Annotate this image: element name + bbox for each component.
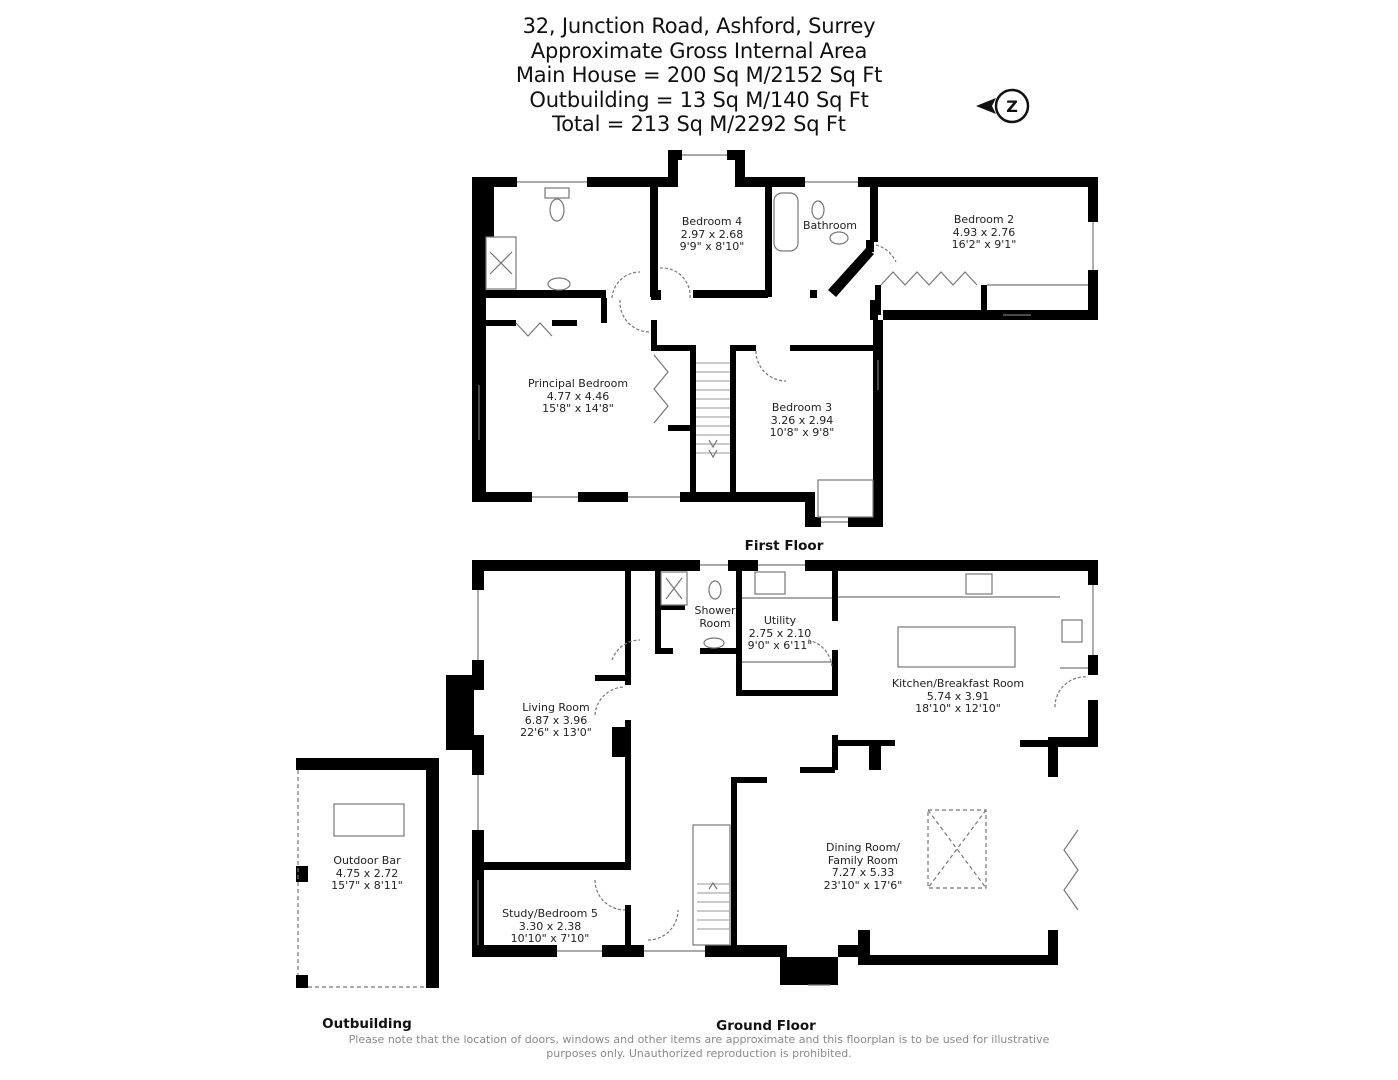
svg-text:Z: Z [1006, 97, 1018, 116]
room-label-dining-room: Dining Room/ Family Room 7.27 x 5.33 23'… [823, 841, 903, 892]
room-label-kitchen: Kitchen/Breakfast Room 5.74 x 3.91 18'10… [891, 677, 1025, 715]
outbuilding-area: Outbuilding = 13 Sq M/140 Sq Ft [529, 87, 869, 112]
room-label-bathroom: Bathroom [802, 219, 858, 232]
room-label-outdoor-bar: Outdoor Bar 4.75 x 2.72 15'7" x 8'11" [331, 854, 403, 892]
north-arrow-icon: Z [976, 88, 1030, 124]
room-label-study: Study/Bedroom 5 3.30 x 2.38 10'10" x 7'1… [502, 907, 598, 945]
disclaimer: Please note that the location of doors, … [348, 1033, 1050, 1060]
ground-floor-title: Ground Floor [716, 1018, 816, 1034]
room-label-living-room: Living Room 6.87 x 3.96 22'6" x 13'0" [520, 701, 592, 739]
outbuilding-fixtures [297, 770, 426, 988]
total-area: Total = 213 Sq M/2292 Sq Ft [552, 112, 846, 136]
address-title: 32, Junction Road, Ashford, Surrey [522, 14, 876, 38]
first-floor-fixtures [478, 154, 1094, 523]
room-label-bedroom-3: Bedroom 3 3.26 x 2.94 10'8" x 9'8" [769, 401, 835, 439]
main-house-area: Main House = 200 Sq M/2152 Sq Ft [515, 63, 883, 87]
ground-floor-walls [446, 560, 1098, 985]
room-label-bedroom-2: Bedroom 2 4.93 x 2.76 16'2" x 9'1" [951, 213, 1017, 251]
room-label-principal-bedroom: Principal Bedroom 4.77 x 4.46 15'8" x 14… [527, 377, 629, 415]
room-label-utility: Utility 2.75 x 2.10 9'0" x 6'11" [747, 614, 813, 652]
first-floor-walls [472, 150, 1098, 527]
first-floor-title: First Floor [744, 538, 824, 554]
room-label-shower-room: Shower Room [694, 604, 736, 630]
outbuilding-title: Outbuilding [322, 1016, 412, 1032]
ground-floor-fixtures [477, 564, 1094, 986]
area-subtitle: Approximate Gross Internal Area [530, 38, 868, 63]
plan-header: 32, Junction Road, Ashford, Surrey Appro… [0, 14, 1398, 137]
outbuilding-walls [296, 758, 439, 988]
room-label-bedroom-4: Bedroom 4 2.97 x 2.68 9'9" x 8'10" [679, 215, 745, 253]
